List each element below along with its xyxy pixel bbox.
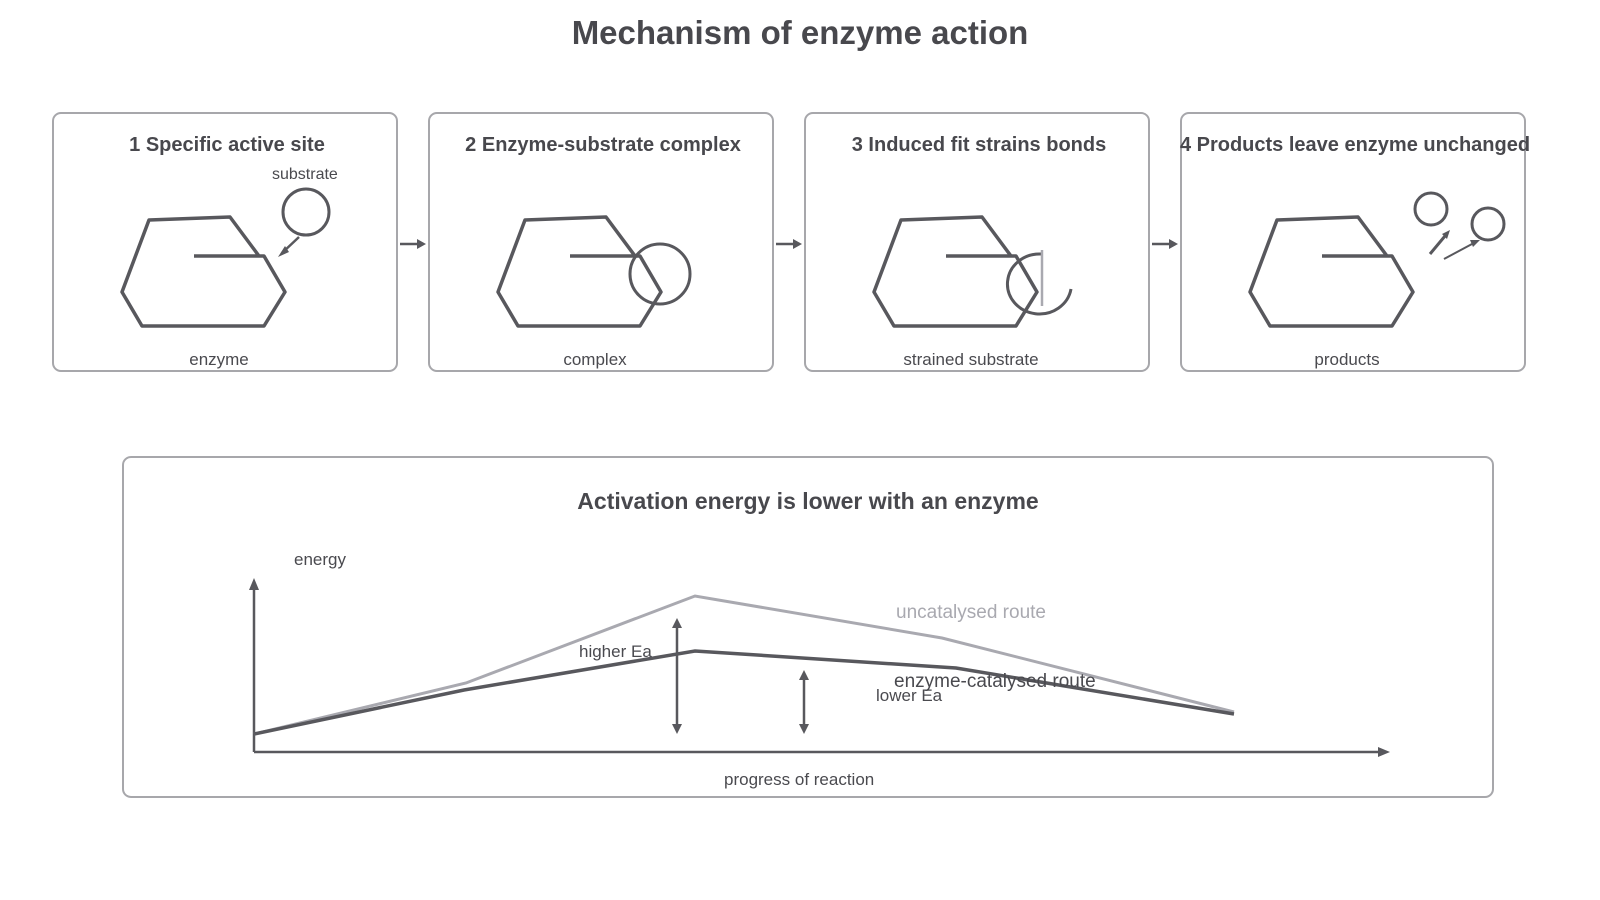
- products-drawing: [1248, 191, 1506, 328]
- panel-induced-fit: 3 Induced fit strains bonds strained sub…: [804, 112, 1150, 372]
- enzyme-shape: [496, 215, 663, 328]
- substrate-circle: [281, 187, 331, 237]
- lower-ea-label: lower Ea: [876, 686, 943, 705]
- higher-ea-label: higher Ea: [579, 642, 652, 661]
- y-axis-label: energy: [294, 550, 346, 569]
- graph-title: Activation energy is lower with an enzym…: [577, 488, 1039, 514]
- panel-heading: 4 Products leave enzyme unchanged: [1179, 134, 1531, 156]
- strained-substrate-shape: [1005, 252, 1073, 316]
- panel-products-leave: 4 Products leave enzyme unchanged produc…: [1180, 112, 1530, 372]
- substrate-arrowhead: [278, 246, 289, 257]
- step-arrow: [400, 239, 426, 249]
- panel-enzyme-substrate-complex: 2 Enzyme-substrate complex complex: [428, 112, 774, 372]
- product-circle: [1413, 191, 1449, 227]
- panel-caption: strained substrate: [903, 350, 1039, 369]
- energy-profile-plot: [249, 578, 1390, 757]
- product-arrow: [1428, 235, 1447, 255]
- higher-ea-arrowhead-top: [672, 618, 682, 628]
- panel-heading: 3 Induced fit strains bonds: [851, 134, 1107, 156]
- induced-fit-drawing: [872, 215, 1073, 328]
- catalysed-curve: [253, 649, 1235, 736]
- panel-caption: products: [1314, 350, 1380, 369]
- page-title: Mechanism of enzyme action: [571, 14, 1029, 51]
- step-arrow: [776, 239, 802, 249]
- panel-specific-active-site: 1 Specific active site substrate enzyme: [52, 112, 398, 372]
- enzyme-substrate-drawing: [120, 187, 331, 328]
- panel-heading: 2 Enzyme-substrate complex: [465, 134, 741, 156]
- uncatalysed-label: uncatalysed route: [896, 602, 1046, 623]
- x-axis-label: progress of reaction: [724, 770, 875, 789]
- complex-drawing: [496, 215, 692, 328]
- uncatalysed-curve: [253, 594, 1235, 736]
- panel-caption: complex: [563, 350, 627, 369]
- x-axis-arrowhead: [1378, 747, 1390, 757]
- product-circle: [1470, 206, 1506, 242]
- enzyme-shape: [120, 215, 287, 328]
- panel-heading: 1 Specific active site: [129, 134, 325, 156]
- step-arrow: [1152, 239, 1178, 249]
- lower-ea-arrowhead-bottom: [799, 724, 809, 734]
- enzyme-shape: [1248, 215, 1415, 328]
- bound-substrate-circle: [628, 242, 692, 306]
- higher-ea-arrowhead-bottom: [672, 724, 682, 734]
- product-arrowhead: [1442, 230, 1450, 239]
- product-arrowhead: [1470, 240, 1480, 247]
- product-arrow: [1443, 243, 1473, 260]
- y-axis-arrowhead: [249, 578, 259, 590]
- enzyme-shape: [872, 215, 1039, 328]
- substrate-label: substrate: [272, 166, 338, 183]
- lower-ea-arrowhead-top: [799, 670, 809, 680]
- panel-caption: enzyme: [189, 350, 249, 369]
- catalysed-label: enzyme-catalysed route: [894, 671, 1096, 692]
- energy-graph-panel: Activation energy is lower with an enzym…: [122, 456, 1494, 798]
